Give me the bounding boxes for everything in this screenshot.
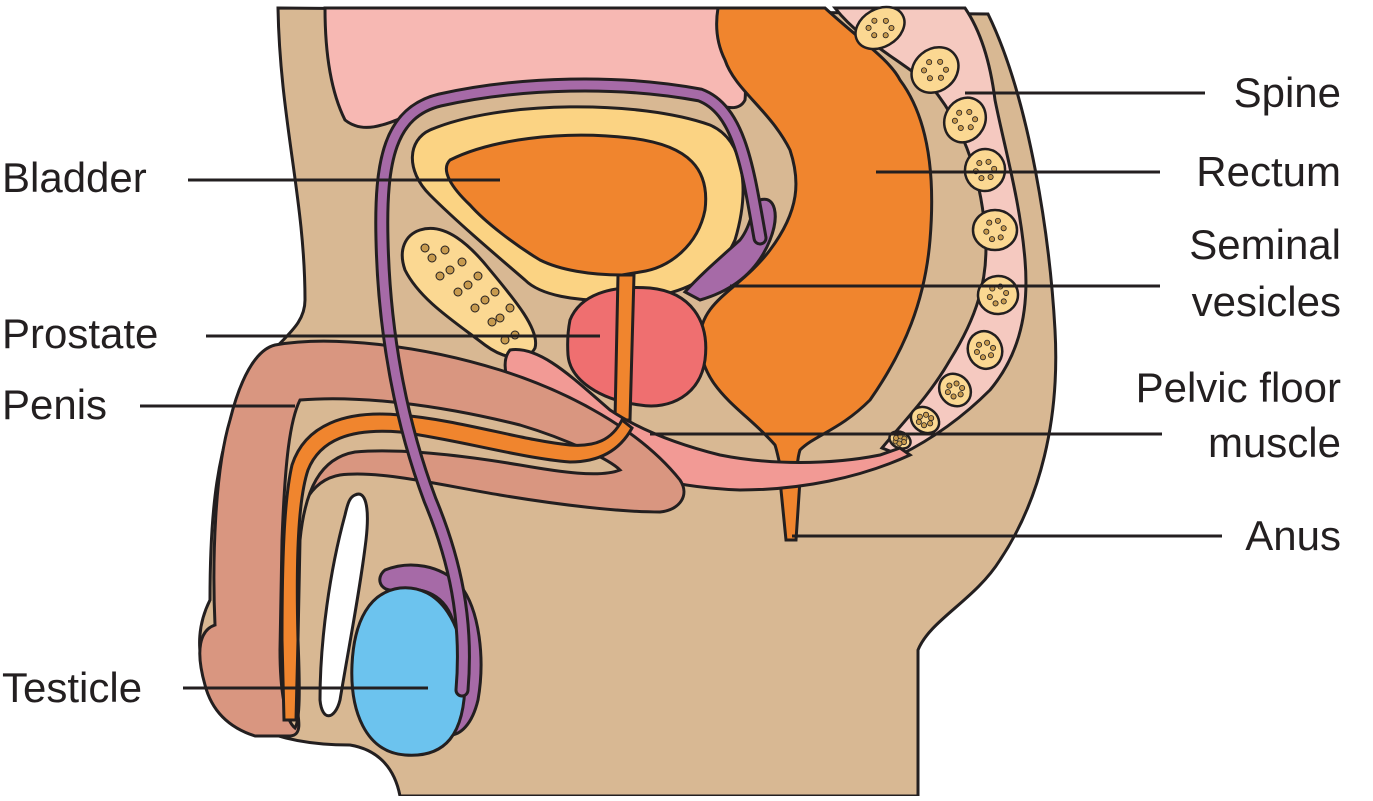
prostate-gland: [566, 285, 708, 408]
bone-spot: [1000, 225, 1007, 232]
penile-urethra: [280, 412, 634, 722]
label-prostate: Prostate: [2, 310, 159, 357]
bone-spot: [457, 257, 467, 267]
bone-spot: [926, 75, 933, 82]
bone-spot: [985, 158, 992, 165]
bone-spot: [988, 352, 995, 359]
bone-spot: [976, 341, 983, 348]
bone-spot: [505, 303, 515, 313]
bone-spot: [994, 217, 1001, 224]
vertebra: [942, 96, 988, 144]
bone-spot: [942, 66, 949, 73]
bone-spot: [445, 265, 455, 275]
label-anus: Anus: [1245, 512, 1341, 559]
bone-spot: [966, 109, 973, 116]
bone-spot: [463, 280, 473, 290]
bone-spot: [997, 234, 1004, 241]
bone-spot: [915, 418, 922, 425]
testicle-organ: [350, 586, 467, 757]
bone-spot: [973, 349, 980, 356]
bone-spot: [926, 59, 933, 66]
vertebra: [937, 372, 973, 408]
bone-spot: [984, 339, 991, 346]
vertebra: [854, 5, 906, 51]
bone-spot: [921, 422, 928, 429]
bone-spot: [978, 175, 985, 182]
bone-spot: [987, 173, 994, 180]
bone-spot: [871, 17, 878, 24]
bone-spot: [470, 303, 480, 313]
vertebrae-group: [854, 5, 1020, 450]
bone-spot: [440, 245, 450, 255]
bone-spot: [979, 354, 986, 361]
bone-spot: [937, 58, 944, 65]
bone-spot: [871, 32, 878, 39]
bone-spot: [480, 295, 490, 305]
vertebra: [971, 208, 1019, 252]
bone-spot: [986, 293, 993, 300]
bone-spot: [986, 219, 993, 226]
bone-spot: [427, 253, 437, 263]
vertebra: [966, 329, 1004, 371]
bone-spot: [1000, 298, 1007, 305]
label-pelvic-floor-line1: Pelvic floor: [1135, 364, 1341, 411]
bone-spot: [950, 393, 957, 400]
bone-spot: [927, 420, 934, 427]
vertebra: [910, 46, 960, 94]
bone-spot: [865, 24, 872, 31]
bone-spot: [951, 117, 958, 124]
bone-spot: [473, 271, 483, 281]
bone-spot: [959, 384, 966, 391]
bone-spot: [944, 389, 951, 396]
scrotum-gap: [318, 492, 369, 718]
label-seminal-vesicles-line1: Seminal: [1189, 221, 1341, 268]
label-spine: Spine: [1233, 69, 1341, 116]
bone-spot: [953, 380, 960, 387]
bone-spot: [957, 125, 964, 132]
bone-spot: [896, 440, 903, 447]
bone-spot: [976, 160, 983, 167]
bone-spot: [916, 413, 923, 420]
bone-spot: [435, 271, 445, 281]
vas-deferens-inner: [377, 80, 765, 695]
label-testicle: Testicle: [2, 664, 143, 711]
bone-spot: [972, 116, 979, 123]
bone-spot: [888, 24, 895, 31]
bone-spot: [983, 228, 990, 235]
bone-spot: [923, 411, 930, 418]
bone-spot: [967, 124, 974, 131]
label-seminal-vesicles-line2: vesicles: [1191, 278, 1341, 325]
bladder-organ: [444, 133, 708, 277]
bone-spot: [928, 415, 935, 422]
bone-spot: [490, 287, 500, 297]
bone-spot: [989, 236, 996, 243]
bone-spot: [420, 243, 430, 253]
bone-spot: [453, 287, 463, 297]
bone-spot: [990, 344, 997, 351]
bone-spot: [937, 74, 944, 81]
bone-spot: [1003, 289, 1010, 296]
label-bladder: Bladder: [2, 154, 147, 201]
bone-spot: [956, 109, 963, 116]
label-penis: Penis: [2, 381, 108, 428]
bone-spot: [992, 300, 999, 307]
label-pelvic-floor-line2: muscle: [1207, 419, 1341, 466]
bone-spot: [882, 32, 889, 39]
vertebra: [909, 405, 941, 435]
bone-spot: [882, 17, 889, 24]
bone-spot: [495, 313, 505, 323]
bone-spot: [946, 382, 953, 389]
urethra: [613, 273, 636, 422]
bone-spot: [957, 391, 964, 398]
label-rectum: Rectum: [1196, 148, 1341, 195]
pubic-bone-texture: [420, 243, 520, 345]
bone-spot: [487, 317, 497, 327]
bone-spot: [921, 67, 928, 74]
